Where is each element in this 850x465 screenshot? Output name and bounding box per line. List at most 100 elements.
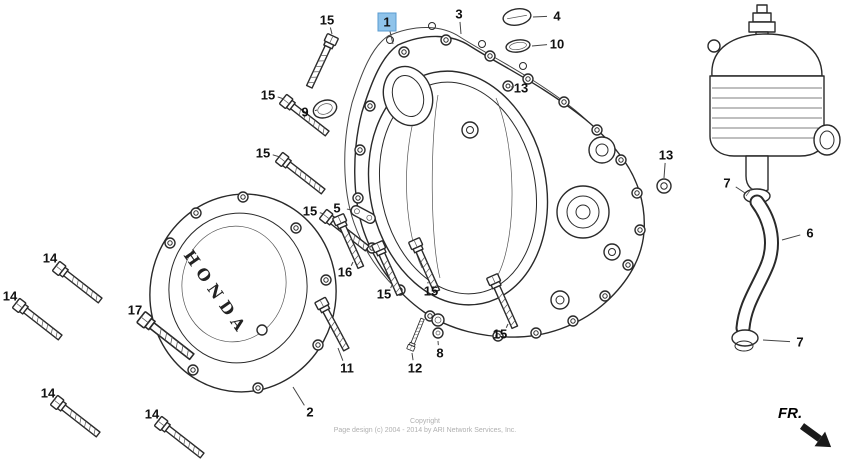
- part-callout-2[interactable]: 2: [306, 405, 313, 420]
- part-callout-15[interactable]: 15: [377, 287, 391, 302]
- part-callout-15[interactable]: 15: [303, 204, 317, 219]
- bolt-hole: [364, 100, 376, 112]
- leader-line: [277, 96, 285, 100]
- part-callout-14[interactable]: 14: [43, 251, 58, 266]
- callout-label: 10: [550, 37, 564, 52]
- bolt-hole: [484, 50, 496, 62]
- callout-label: 13: [659, 148, 673, 163]
- o-ring: [505, 39, 531, 53]
- bolt-hole: [290, 222, 302, 234]
- bolt-hole: [190, 207, 202, 219]
- bolt-hole: [440, 34, 452, 46]
- leader-line: [329, 27, 333, 35]
- callout-label: 15: [377, 287, 391, 302]
- callout-label: 15: [493, 327, 507, 342]
- callout-label: 17: [128, 303, 142, 318]
- callout-label: 15: [261, 88, 275, 103]
- callout-label: 4: [553, 9, 561, 24]
- bolt: [303, 32, 340, 90]
- leader-line: [762, 339, 791, 343]
- part-callout-1-selected[interactable]: 1: [377, 12, 397, 32]
- part-callout-3[interactable]: 3: [455, 7, 462, 22]
- bolt: [274, 151, 328, 197]
- water-hose: [735, 194, 779, 336]
- bolt-hole: [252, 382, 264, 394]
- leader-line: [411, 352, 414, 361]
- leader-line: [346, 208, 353, 211]
- part-callout-11[interactable]: 11: [340, 361, 354, 376]
- part-callout-8[interactable]: 8: [436, 346, 443, 361]
- leader-layer: [16, 15, 801, 422]
- part-callout-14[interactable]: 14: [3, 289, 18, 304]
- bolt-hole: [631, 187, 643, 199]
- flange-nut: [656, 178, 672, 194]
- part-callout-16[interactable]: 16: [338, 265, 352, 280]
- fr-indicator: FR.: [778, 405, 832, 448]
- bolt: [49, 394, 103, 440]
- part-callout-17[interactable]: 17: [128, 303, 142, 318]
- copyright-line2: Page design (c) 2004 - 2014 by ARI Netwo…: [334, 427, 517, 434]
- part-callout-13[interactable]: 13: [659, 148, 673, 163]
- part-callout-5[interactable]: 5: [333, 201, 340, 216]
- leader-line: [531, 44, 548, 47]
- part-callout-6[interactable]: 6: [806, 226, 813, 241]
- bolt: [11, 297, 65, 343]
- part-callout-7[interactable]: 7: [796, 335, 803, 350]
- leader-line: [337, 347, 344, 361]
- stay-plate: [350, 205, 376, 224]
- part-callout-7[interactable]: 7: [723, 176, 730, 191]
- sight-boss: [382, 65, 434, 127]
- part-callout-14[interactable]: 14: [145, 407, 160, 422]
- bolt-hole: [237, 191, 249, 203]
- bolt-hole: [398, 46, 410, 58]
- bolt: [153, 415, 207, 461]
- leader-line: [272, 154, 281, 158]
- leader-line: [735, 186, 746, 194]
- part-callout-10[interactable]: 10: [550, 37, 564, 52]
- part-callout-15[interactable]: 15: [424, 284, 438, 299]
- part-callout-15[interactable]: 15: [493, 327, 507, 342]
- leader-line: [389, 29, 394, 45]
- copyright-line1: Copyright: [410, 418, 440, 425]
- part-callout-15[interactable]: 15: [320, 13, 334, 28]
- part-callout-15[interactable]: 15: [261, 88, 275, 103]
- bolt-hole: [567, 315, 579, 327]
- callout-label: 6: [806, 226, 813, 241]
- leader-line: [350, 261, 354, 266]
- callout-label: 12: [408, 361, 422, 376]
- fr-arrow-icon: [799, 423, 832, 448]
- part-callout-13[interactable]: 13: [514, 81, 528, 96]
- bolt-hole: [558, 96, 570, 108]
- callout-label: 13: [514, 81, 528, 96]
- bolt: [51, 260, 105, 306]
- callout-highlight: [377, 12, 397, 32]
- bolt-hole: [320, 274, 332, 286]
- copyright: Copyright Page design (c) 2004 - 2014 by…: [334, 418, 517, 434]
- part-callout-9[interactable]: 9: [301, 105, 308, 120]
- part-callout-12[interactable]: 12: [408, 361, 422, 376]
- leader-line: [319, 212, 325, 215]
- bolt-hole: [312, 339, 324, 351]
- part-callout-15[interactable]: 15: [256, 146, 270, 161]
- part-callout-14[interactable]: 14: [41, 386, 56, 401]
- leader-line: [314, 109, 318, 112]
- hose-clamp-lower: [731, 329, 759, 352]
- leader-line: [292, 386, 305, 406]
- callout-label: 3: [455, 7, 462, 22]
- spark-plug: [748, 4, 776, 39]
- part-callout-4[interactable]: 4: [553, 9, 561, 24]
- leader-line: [663, 162, 666, 179]
- callout-label: 9: [301, 105, 308, 120]
- bolt-hole: [615, 154, 627, 166]
- bolt-hole: [622, 259, 634, 271]
- callout-label: 8: [436, 346, 443, 361]
- callout-label: 11: [340, 361, 354, 376]
- fr-label: FR.: [778, 405, 802, 422]
- clutch-cover: [352, 34, 646, 342]
- callout-label: 15: [256, 146, 270, 161]
- oil-seal: [312, 99, 338, 119]
- callout-label: 2: [306, 405, 313, 420]
- callout-label: 14: [41, 386, 56, 401]
